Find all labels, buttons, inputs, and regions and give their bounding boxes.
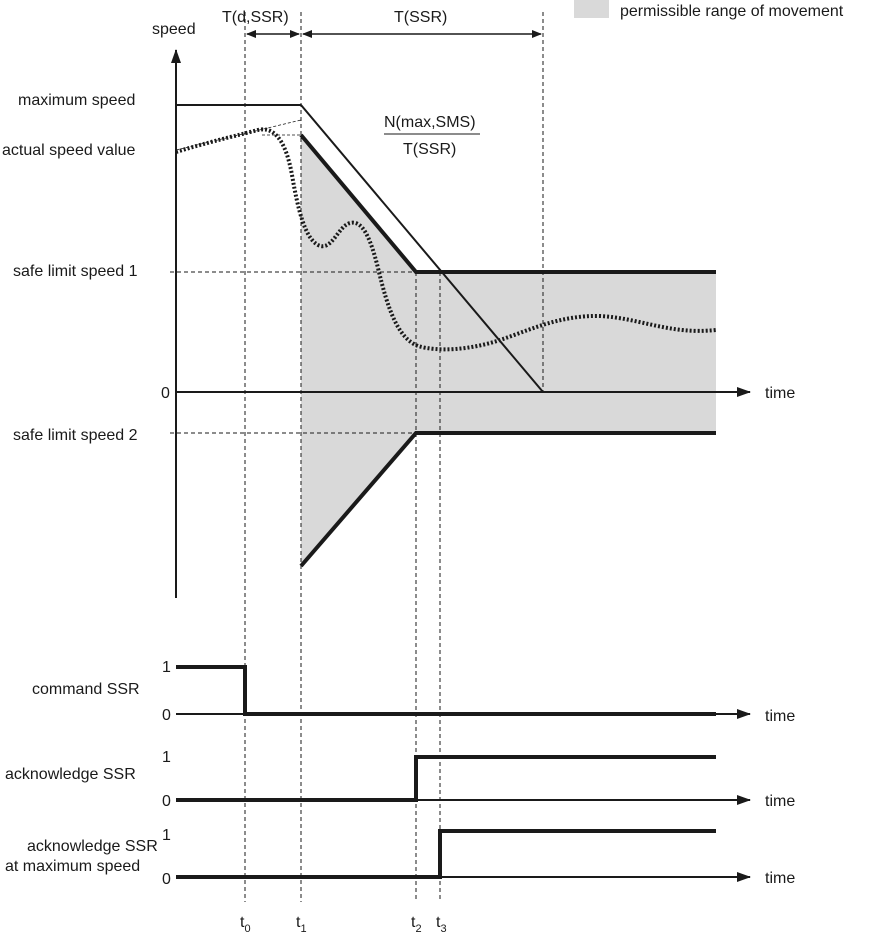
safe-limit-speed-1-boundary: [299, 133, 716, 274]
safe-limit-speed-1-label: safe limit speed 1: [13, 263, 138, 280]
speed-chart-time-label: time: [765, 385, 795, 402]
speed-axis-label: speed: [152, 21, 196, 38]
command-ssr-label: command SSR: [32, 681, 140, 698]
zero-speed-label: 0: [161, 385, 170, 402]
acknowledge-ssr-max-signal: [176, 829, 716, 879]
acknowledge-ssr-max-time-label: time: [765, 870, 795, 887]
actual-speed-curve: [175, 127, 717, 352]
acknowledge-ssr-high: 1: [162, 749, 171, 766]
t1-label: t1: [296, 914, 307, 935]
safe-limit-speed-2-boundary: [299, 431, 716, 568]
acknowledge-ssr-max-low: 0: [162, 871, 171, 888]
command-ssr-signal: [176, 665, 716, 716]
delay-interval-label: T(d,SSR): [222, 9, 289, 26]
slope-formula-numerator: N(max,SMS): [384, 114, 476, 131]
acknowledge-ssr-max-label-line2: at maximum speed: [5, 858, 140, 875]
acknowledge-ssr-signal: [176, 755, 716, 802]
acknowledge-ssr-low: 0: [162, 793, 171, 810]
t3-label: t3: [436, 914, 447, 935]
t0-label: t0: [240, 914, 251, 935]
actual-speed-value-label: actual speed value: [2, 142, 136, 159]
legend-label: permissible range of movement: [620, 3, 844, 20]
t2-label: t2: [411, 914, 422, 935]
legend-swatch: [574, 0, 609, 18]
ramp-interval-label: T(SSR): [394, 9, 447, 26]
acknowledge-ssr-max-high: 1: [162, 827, 171, 844]
slope-formula-denominator: T(SSR): [403, 141, 456, 158]
maximum-speed-ramp-line: [176, 104, 544, 393]
acknowledge-ssr-time-label: time: [765, 793, 795, 810]
command-ssr-low: 0: [162, 707, 171, 724]
acknowledge-ssr-max-label-line1: acknowledge SSR: [27, 838, 158, 855]
acknowledge-ssr-label: acknowledge SSR: [5, 766, 136, 783]
safe-limit-speed-2-label: safe limit speed 2: [13, 427, 138, 444]
command-ssr-time-label: time: [765, 708, 795, 725]
maximum-speed-label: maximum speed: [18, 92, 135, 109]
command-ssr-high: 1: [162, 659, 171, 676]
